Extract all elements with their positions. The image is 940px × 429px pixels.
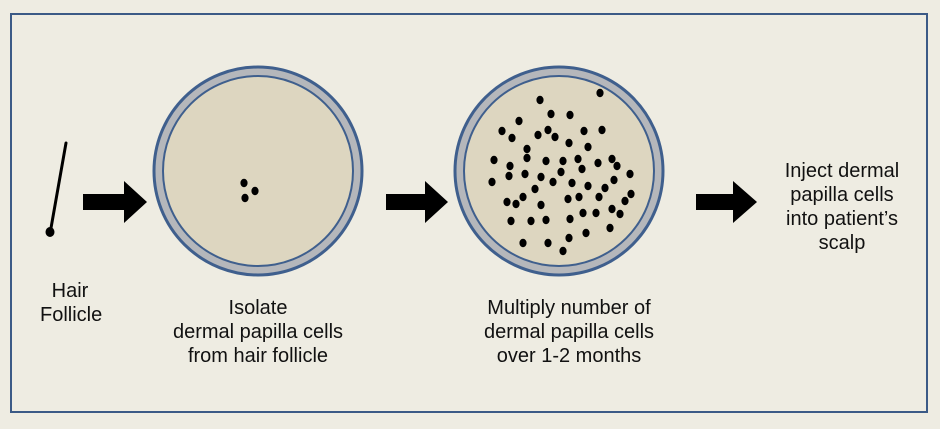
cell-dot <box>534 130 542 140</box>
cell-dot <box>564 194 572 204</box>
cell-dot <box>537 200 545 210</box>
cell-dot <box>523 144 531 154</box>
cell-dot <box>559 246 567 256</box>
cell-dot <box>608 154 616 164</box>
cell-dot <box>519 238 527 248</box>
label-line: Isolate <box>228 297 288 319</box>
cell-dot <box>565 138 573 148</box>
cell-dot <box>557 167 565 177</box>
cell-dot <box>527 216 535 226</box>
cell-dot <box>610 175 618 185</box>
cell-dot <box>575 192 583 202</box>
cell-dot <box>498 126 506 136</box>
cell-dot <box>580 126 588 136</box>
cell-dot <box>241 193 249 203</box>
cell-dot <box>566 214 574 224</box>
cell-dot <box>505 171 513 181</box>
cell-dot <box>566 110 574 120</box>
cell-dot <box>503 197 511 207</box>
cell-dot <box>240 178 248 188</box>
cell-dot <box>601 183 609 193</box>
label-line: dermal papilla cells <box>483 321 655 343</box>
cell-dot <box>579 208 587 218</box>
dish-medium <box>162 75 354 267</box>
cell-dot <box>574 154 582 164</box>
cell-dot <box>547 109 555 119</box>
label-line: dermal papilla cells <box>172 321 344 343</box>
right-arrow-icon <box>83 181 147 223</box>
cell-dot <box>537 172 545 182</box>
label-line: scalp <box>818 232 866 254</box>
cell-cluster <box>240 178 259 203</box>
follicle-bulb <box>45 227 55 237</box>
cell-dot <box>531 184 539 194</box>
cell-dot <box>507 216 515 226</box>
hair-shaft <box>49 141 68 230</box>
cell-dot <box>608 204 616 214</box>
cell-dot <box>551 132 559 142</box>
cell-dot <box>549 177 557 187</box>
petri-dish-many-cells-icon <box>453 65 665 277</box>
hair-follicle-label: Hair Follicle <box>40 279 103 327</box>
inject-label: Inject dermal papilla cells into patient… <box>762 159 922 255</box>
cell-dot <box>621 196 629 206</box>
cell-dot <box>584 142 592 152</box>
cell-dot <box>616 209 624 219</box>
label-line: over 1-2 months <box>496 345 642 367</box>
cell-dot <box>559 156 567 166</box>
label-line: Inject dermal <box>784 160 900 182</box>
label-line: from hair follicle <box>187 345 329 367</box>
label-line: into patient’s <box>786 208 898 230</box>
cell-dot <box>488 177 496 187</box>
cell-dot <box>515 116 523 126</box>
cell-dot <box>584 181 592 191</box>
label-line: papilla cells <box>790 184 894 206</box>
cell-dot <box>596 88 604 98</box>
cell-dot <box>544 238 552 248</box>
label-line: Follicle <box>40 304 103 326</box>
multiply-label: Multiply number of dermal papilla cells … <box>459 296 679 368</box>
cell-dot <box>519 192 527 202</box>
cell-dot <box>490 155 498 165</box>
cell-dot <box>542 215 550 225</box>
cell-dot <box>508 133 516 143</box>
cell-dot <box>506 161 514 171</box>
hair-follicle-icon <box>45 141 68 237</box>
cell-dot <box>594 158 602 168</box>
cell-dot <box>613 161 621 171</box>
cell-dot <box>251 186 259 196</box>
cell-dot <box>578 164 586 174</box>
cell-dot <box>595 192 603 202</box>
cell-dot <box>512 199 520 209</box>
cell-dot <box>521 169 529 179</box>
cell-dot <box>523 153 531 163</box>
petri-dish-few-cells-icon <box>152 65 364 277</box>
cell-cluster <box>488 88 635 256</box>
cell-dot <box>626 169 634 179</box>
cell-dot <box>536 95 544 105</box>
cell-dot <box>606 223 614 233</box>
label-line: Multiply number of <box>487 297 651 319</box>
isolate-label: Isolate dermal papilla cells from hair f… <box>148 296 368 368</box>
cell-dot <box>544 125 552 135</box>
right-arrow-icon <box>696 181 757 223</box>
cell-dot <box>565 233 573 243</box>
cell-dot <box>568 178 576 188</box>
cell-dot <box>592 208 600 218</box>
cell-dot <box>542 156 550 166</box>
cell-dot <box>582 228 590 238</box>
cell-dot <box>598 125 606 135</box>
cell-dot <box>627 189 635 199</box>
right-arrow-icon <box>386 181 448 223</box>
label-line: Hair <box>51 280 89 302</box>
